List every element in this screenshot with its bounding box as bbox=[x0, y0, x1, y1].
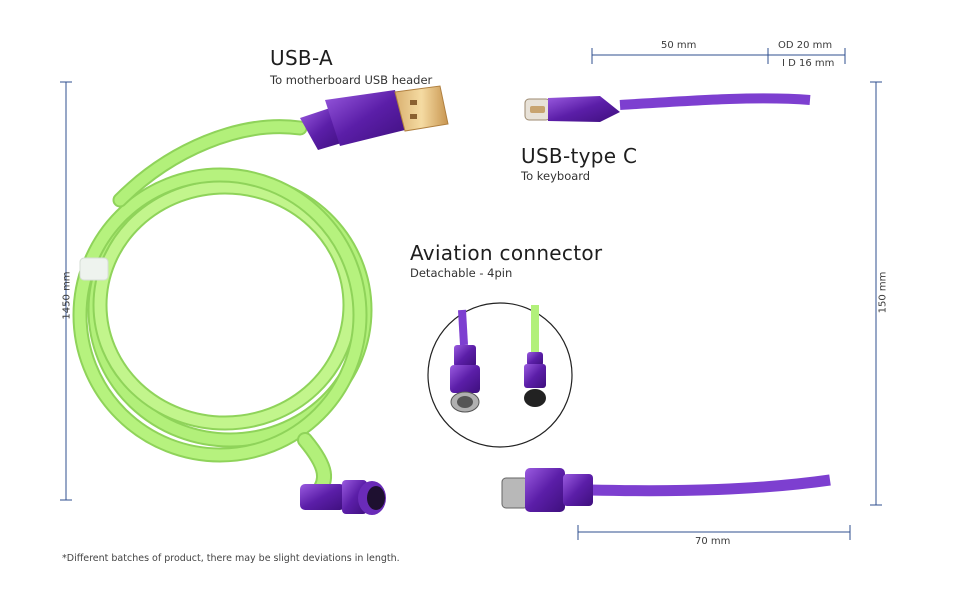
dimension-right-label: 150 mm bbox=[877, 271, 889, 314]
green-cable bbox=[72, 119, 373, 498]
usb-c-connector bbox=[524, 93, 811, 122]
usb-a-subtitle: To motherboard USB header bbox=[270, 73, 433, 87]
dimension-right bbox=[870, 81, 882, 506]
dimension-top bbox=[591, 48, 846, 64]
usb-a-title: USB-A bbox=[270, 46, 334, 70]
dimension-left-label: 1450 mm bbox=[61, 271, 73, 320]
outer-diameter-label: OD 20 mm bbox=[778, 40, 833, 51]
inner-diameter-label: I D 16 mm bbox=[782, 58, 835, 69]
aviation-inset bbox=[427, 302, 573, 448]
dimension-left bbox=[60, 81, 72, 501]
usb-c-title: USB-type C bbox=[521, 144, 638, 168]
aviation-subtitle: Detachable - 4pin bbox=[410, 266, 513, 280]
purple-aviation-connector bbox=[501, 468, 831, 512]
cable-strap bbox=[79, 257, 109, 281]
dimension-top-label: 50 mm bbox=[661, 40, 697, 51]
green-aviation-connector bbox=[300, 480, 386, 515]
footnote: *Different batches of product, there may… bbox=[62, 553, 400, 564]
aviation-title: Aviation connector bbox=[410, 241, 603, 265]
usb-a-connector bbox=[300, 85, 449, 150]
dimension-bottom-label: 70 mm bbox=[695, 536, 731, 547]
dimension-bottom bbox=[577, 525, 851, 540]
usb-c-subtitle: To keyboard bbox=[521, 169, 591, 183]
